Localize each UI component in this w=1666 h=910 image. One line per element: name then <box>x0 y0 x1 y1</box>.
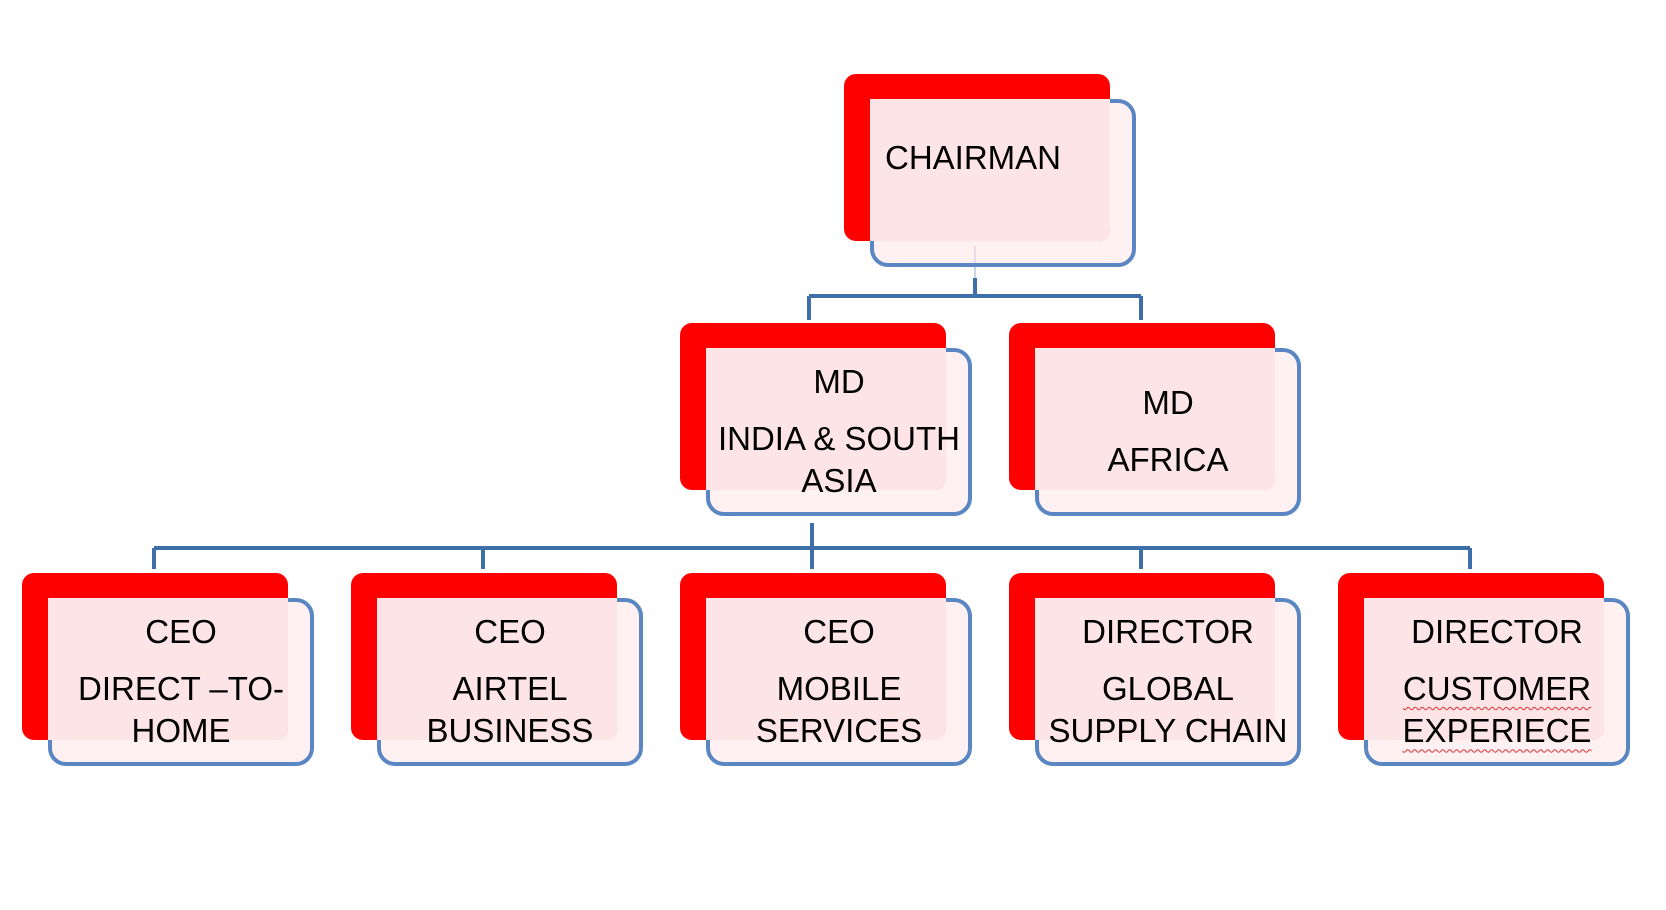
node-unit: AIRTEL BUSINESS <box>426 670 594 750</box>
node-tint <box>870 99 1110 241</box>
node-title: CEO <box>803 613 875 651</box>
node-text: DIRECTOR GLOBAL SUPPLY CHAIN <box>1035 598 1301 766</box>
node-text: CEO MOBILE SERVICES <box>706 598 972 766</box>
node-unit: GLOBAL SUPPLY CHAIN <box>1048 670 1288 750</box>
node-tint <box>1035 348 1275 490</box>
node-text: DIRECTOR CUSTOMER EXPERIECE <box>1364 598 1630 766</box>
node-title: CEO <box>474 613 546 651</box>
node-unit: INDIA & SOUTH ASIA <box>717 420 961 500</box>
node-tint <box>1035 598 1275 740</box>
node-text: CEO DIRECT –TO-HOME <box>48 598 314 766</box>
node-title: DIRECTOR <box>1411 613 1583 651</box>
node-tint <box>1364 598 1604 740</box>
node-text: CHAIRMAN <box>870 99 1136 267</box>
node-title: MD <box>1142 384 1194 422</box>
node-title: CHAIRMAN <box>885 139 1062 176</box>
node-text: MD INDIA & SOUTH ASIA <box>706 348 972 516</box>
node-unit: AFRICA <box>1107 441 1229 479</box>
node-tint <box>377 598 617 740</box>
node-text: MD AFRICA <box>1035 348 1301 516</box>
node-tint <box>706 598 946 740</box>
node-title: MD <box>813 363 865 401</box>
node-tint <box>48 598 288 740</box>
node-tint <box>706 348 946 490</box>
node-title: DIRECTOR <box>1082 613 1254 651</box>
node-text: CEO AIRTEL BUSINESS <box>377 598 643 766</box>
node-unit: MOBILE SERVICES <box>755 670 923 750</box>
node-title: CEO <box>145 613 217 651</box>
node-unit: DIRECT –TO-HOME <box>78 670 284 750</box>
node-unit: CUSTOMER EXPERIECE <box>1402 670 1592 750</box>
